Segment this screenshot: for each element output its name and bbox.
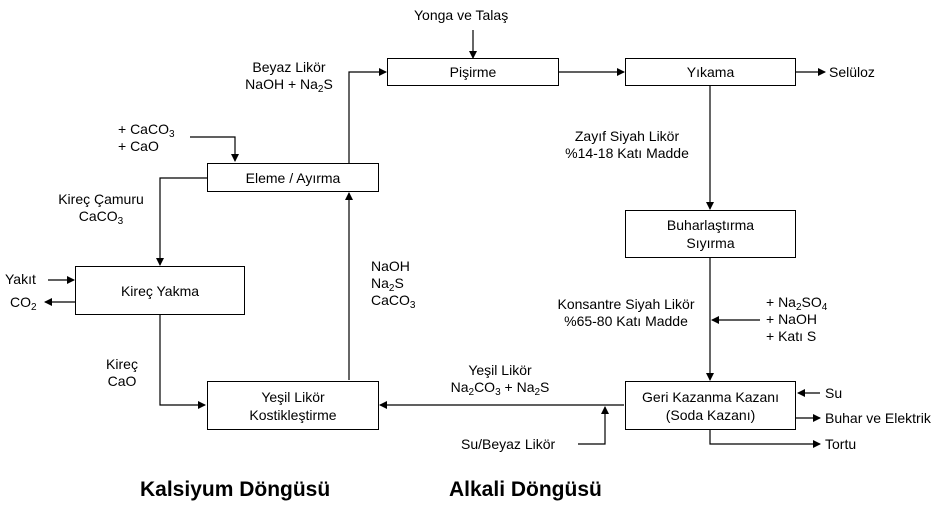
naoh-na2s-caco3-label: NaOH Na2S CaCO3	[371, 258, 416, 311]
geri-kazanma-box: Geri Kazanma Kazanı (Soda Kazanı)	[625, 381, 796, 430]
caco3-cao-input: + CaCO3 + CaO	[118, 121, 175, 155]
konsantre-siyah-likor-label: Konsantre Siyah Likör %65-80 Katı Madde	[557, 296, 695, 329]
yesil-likor-label: Yeşil Likör	[261, 388, 325, 405]
su-label: Su	[825, 385, 843, 401]
yikama-label: Yıkama	[686, 64, 735, 80]
co2-label: CO2	[10, 294, 37, 313]
soda-kazani-label: (Soda Kazanı)	[665, 406, 756, 423]
yesil-likor-box: Yeşil Likör Kostikleştirme	[207, 381, 379, 430]
arrow-kirec-yesil	[159, 315, 206, 409]
kirec-camuru-formula: CaCO3	[78, 208, 124, 227]
arrow-geri-tortu	[709, 430, 821, 448]
su-beyaz-likor-label: Su/Beyaz Likör	[461, 436, 556, 452]
yonga-label: Yonga ve Talaş	[414, 7, 509, 23]
kirec-camuru-label: Kireç Çamuru CaCO3	[48, 191, 154, 227]
geri-kazanma-label: Geri Kazanma Kazanı	[642, 388, 779, 405]
beyaz-likor-text: Beyaz Likör	[252, 59, 326, 75]
eleme-label: Eleme / Ayırma	[245, 169, 341, 186]
pisirme-box: Pişirme	[387, 58, 559, 86]
kostiklestirme-label: Kostikleştirme	[249, 406, 337, 423]
siyirma-label: Sıyırma	[686, 235, 735, 251]
kirec-yakma-box: Kireç Yakma	[75, 266, 245, 315]
beyaz-likor-formula: NaOH + Na2S	[245, 76, 333, 95]
kalsiyum-dongusu-title: Kalsiyum Döngüsü	[140, 478, 331, 501]
seluloz-label: Selüloz	[829, 64, 875, 80]
pisirme-label: Pişirme	[449, 64, 497, 80]
tortu-label: Tortu	[825, 436, 857, 452]
buharlastirma-label: Buharlaştırma	[666, 217, 755, 233]
kirec-cao-label: Kireç CaO	[106, 356, 138, 389]
yesil-likor-flow-label: Yeşil Likör Na2CO3 + Na2S	[450, 362, 550, 398]
arrow-caco3-eleme	[190, 136, 239, 162]
buharlastirma-box: Buharlaştırma Sıyırma	[625, 210, 796, 258]
arrow-eleme-pisirme	[348, 68, 387, 163]
yakit-label: Yakıt	[5, 271, 36, 287]
beyaz-likor-label: Beyaz Likör NaOH + Na2S	[236, 59, 342, 95]
buhar-elektrik-label: Buhar ve Elektrik	[825, 410, 931, 426]
alkali-dongusu-title: Alkali Döngüsü	[449, 478, 602, 501]
arrow-eleme-kirec	[156, 177, 207, 266]
yikama-box: Yıkama	[625, 58, 796, 86]
arrow-su-beyaz	[578, 406, 609, 445]
kirec-yakma-label: Kireç Yakma	[120, 282, 200, 299]
chemicals-input-label: + Na2SO4 + NaOH + Katı S	[766, 294, 828, 344]
caco3-plus-label: + CaCO3	[118, 121, 175, 140]
cao-plus-label: + CaO	[118, 138, 159, 154]
zayif-siyah-likor-label: Zayıf Siyah Likör %14-18 Katı Madde	[565, 128, 689, 161]
eleme-box: Eleme / Ayırma	[207, 163, 379, 192]
